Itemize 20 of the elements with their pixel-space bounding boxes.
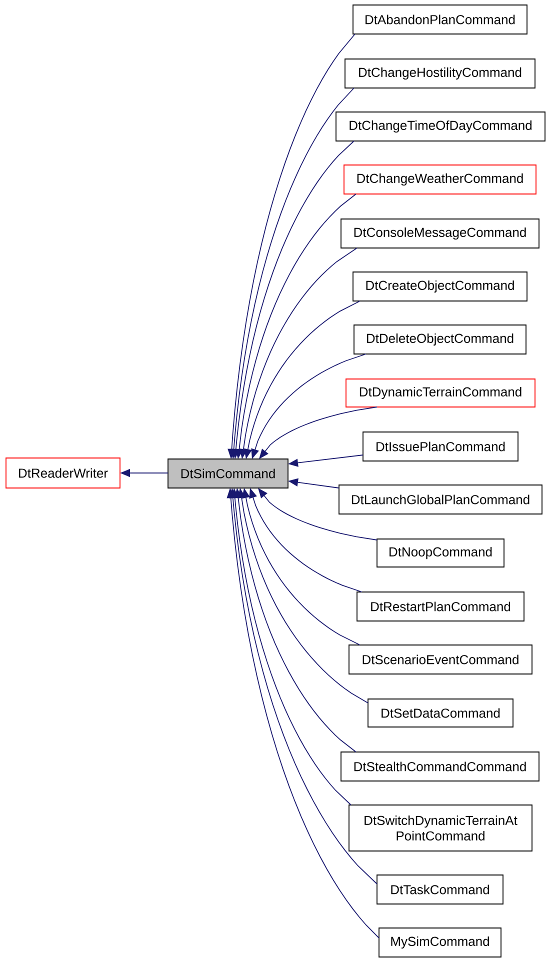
class-box: DtChangeTimeOfDayCommand — [336, 112, 546, 142]
class-box: DtDeleteObjectCommand — [354, 324, 526, 354]
class-box: DtAbandonPlanCommand — [352, 4, 528, 34]
class-box: DtIssuePlanCommand — [362, 432, 518, 462]
class-box: MySimCommand — [378, 928, 502, 958]
class-box: DtStealthCommandCommand — [340, 752, 540, 782]
class-box: DtDynamicTerrainCommand — [346, 378, 536, 408]
class-box: DtTaskCommand — [376, 874, 504, 904]
class-box: DtScenarioEventCommand — [348, 644, 532, 674]
class-box: DtSwitchDynamicTerrainAt PointCommand — [348, 804, 532, 852]
class-box: DtChangeWeatherCommand — [344, 164, 536, 194]
class-box: DtLaunchGlobalPlanCommand — [338, 484, 542, 514]
class-box: DtReaderWriter — [6, 458, 120, 488]
class-box: DtConsoleMessageCommand — [340, 218, 540, 248]
class-box: DtNoopCommand — [376, 538, 504, 568]
class-box: DtChangeHostilityCommand — [344, 58, 536, 88]
class-box: DtSetDataCommand — [368, 698, 514, 728]
class-box: DtRestartPlanCommand — [356, 592, 524, 622]
class-box: DtSimCommand — [168, 458, 288, 488]
class-box: DtCreateObjectCommand — [352, 272, 528, 302]
